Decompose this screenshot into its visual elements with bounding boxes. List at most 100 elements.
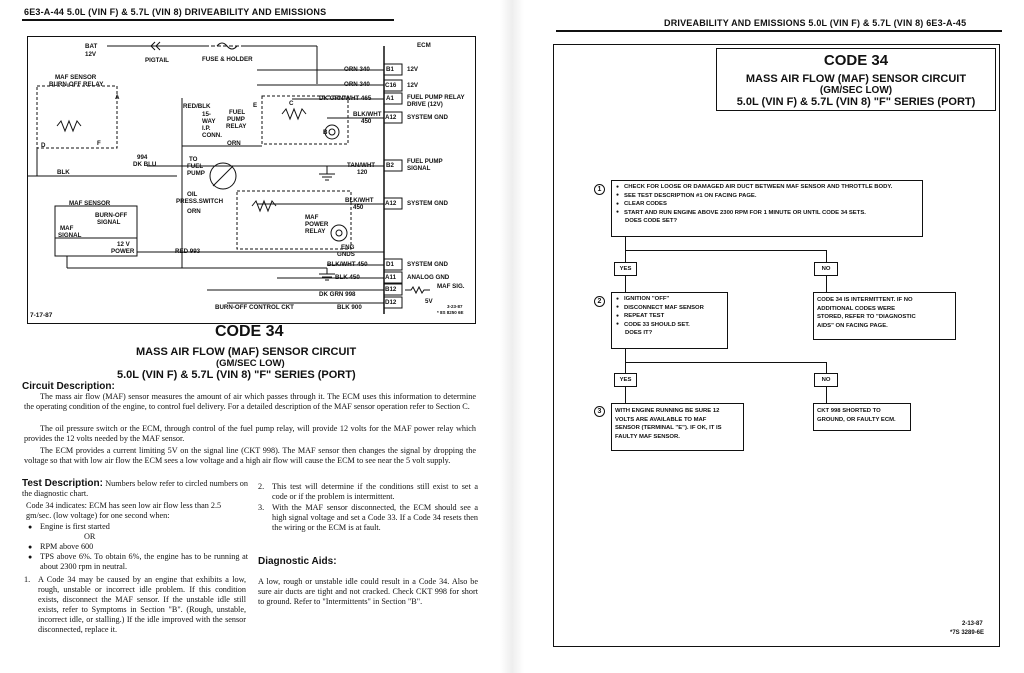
diagnostic-aids-text: A low, rough or unstable idle could resu… (258, 577, 478, 606)
step-1-yes-box: YES (614, 262, 637, 276)
step-2-line-1: IGNITION "OFF" (616, 295, 727, 304)
terminal-d: D (41, 142, 46, 149)
left-subtitle-2: (GM/SEC LOW) (216, 358, 285, 369)
pin-a11: A11 (385, 274, 397, 281)
wire-label-dkgrn998: DK GRN 998 (319, 291, 356, 298)
pin-d1: D1 (386, 261, 394, 268)
step-2-yes-connector (625, 349, 626, 373)
test-description-code: Code 34 indicates: ECM has seen low air … (26, 501, 222, 520)
right-subtitle-2: (GM/SEC LOW) (819, 85, 893, 96)
pin-d12: D12 (385, 299, 397, 306)
pin-a12-label: SYSTEM GND (407, 114, 448, 121)
test-description-heading: Test Description: (22, 478, 103, 489)
pin-d1-label: SYSTEM GND (407, 261, 448, 268)
diagram-label-burnoff-1: BURN-OFF (95, 212, 128, 219)
wire-label-blk900: BLK 900 (337, 304, 362, 311)
diagram-label-12v-power-2: POWER (111, 248, 135, 255)
step-1-yes-down (625, 276, 626, 292)
step-2-line-3: REPEAT TEST (616, 312, 727, 321)
terminal-a: A (115, 94, 120, 101)
pin-b1: B1 (386, 66, 394, 73)
pin-b2: B2 (386, 162, 394, 169)
circuit-description-heading: Circuit Description: (22, 381, 115, 392)
step-1-no-box: NO (814, 262, 838, 276)
diagram-ref-1: 3-23-87 (447, 304, 463, 309)
diagram-label-red-blk: RED/BLK (183, 103, 211, 110)
step-1-yes-connector (625, 237, 626, 262)
step-2-no-connector (826, 362, 827, 373)
pin-a11-label: ANALOG GND (407, 274, 450, 281)
diagram-label-bat: BAT (85, 43, 98, 50)
step-3-no-result-box: CKT 998 SHORTED TO GROUND, OR FAULTY ECM… (813, 403, 911, 431)
test-item-1-number: 1. (24, 575, 31, 584)
diagram-label-fuel-relay-2: PUMP (227, 116, 245, 123)
circuit-description-p3: The ECM provides a current limiting 5V o… (24, 446, 476, 465)
step-1-line-3: CLEAR CODES (616, 200, 922, 209)
step-2-no-box: NO (814, 373, 838, 387)
step-1-no-down (826, 276, 827, 292)
pin-b1-label: 12V (407, 66, 419, 73)
diagram-label-red-993: RED 993 (175, 248, 201, 255)
diagram-date: 7-17-87 (30, 312, 53, 319)
test-item-1: A Code 34 may be caused by an engine tha… (38, 575, 246, 634)
diagram-label-maf-sensor: MAF SENSOR (69, 200, 111, 207)
left-subtitle-3: 5.0L (VIN F) & 5.7L (VIN 8) "F" SERIES (… (117, 369, 356, 381)
right-footer-ref: *7S 3289-6E (950, 630, 985, 636)
diagram-label-burnoff-2: SIGNAL (97, 219, 121, 226)
step-2-circle: 2 (594, 296, 605, 307)
page-gutter (500, 0, 524, 673)
circuit-description-p1: The mass air flow (MAF) sensor measures … (24, 392, 476, 411)
diagnostic-aids-heading: Diagnostic Aids: (258, 556, 337, 567)
step-2-box: IGNITION "OFF" DISCONNECT MAF SENSOR REP… (611, 292, 728, 349)
step-2-question: DOES IT? (625, 330, 653, 337)
wiring-diagram: BAT 12V PIGTAIL FUSE & HOLDER ECM MAF SE… (27, 36, 476, 324)
step-1-line-2: SEE TEST DESCRIPTION #1 ON FACING PAGE. (616, 192, 922, 201)
right-title-box: CODE 34 MASS AIR FLOW (MAF) SENSOR CIRCU… (716, 48, 996, 111)
diagram-label-conn: CONN. (202, 132, 222, 139)
terminal-c: C (289, 100, 294, 107)
diagram-label-fuel-relay-1: FUEL (229, 109, 246, 116)
diagram-label-12v-power-1: 12 V (117, 241, 130, 248)
wire-label-dkgrn465: DK GRN/WHT 465 (319, 95, 372, 102)
diagram-label-maf-relay-1: MAF SENSOR (55, 74, 97, 81)
step-1-box: CHECK FOR LOOSE OR DAMAGED AIR DUCT BETW… (611, 180, 923, 237)
diagram-label-pigtail: PIGTAIL (145, 57, 169, 64)
terminal-f: F (97, 140, 101, 147)
terminal-e: E (253, 102, 258, 109)
wire-label-orn340a: ORN 340 (344, 66, 370, 73)
pin-b2-label: FUEL PUMP SIGNAL (407, 158, 443, 172)
test-bullet-2: ●RPM above 600 (28, 542, 94, 551)
diagram-label-12v: 12V (85, 51, 97, 58)
step-1-branch-line (625, 250, 826, 251)
pin-a12: A12 (385, 114, 397, 121)
step-3-circle: 3 (594, 406, 605, 417)
right-title: CODE 34 (823, 52, 889, 69)
step-2-yes-box: YES (614, 373, 637, 387)
diagram-label-orn2: ORN (187, 208, 201, 215)
wire-label-blkwht450b-2: 450 (353, 204, 364, 211)
right-subtitle-1: MASS AIR FLOW (MAF) SENSOR CIRCUIT (745, 73, 967, 85)
diagram-label-fuel-relay-3: RELAY (226, 123, 247, 130)
step-2-yes-down (625, 387, 626, 403)
wire-label-blkwht450a-2: 450 (361, 118, 372, 125)
step-1-line-4: START AND RUN ENGINE ABOVE 2300 RPM FOR … (616, 209, 922, 218)
diagram-label-994: 994 (137, 154, 148, 161)
pin-c16-label: 12V (407, 82, 419, 89)
left-page-header: 6E3-A-44 5.0L (VIN F) & 5.7L (VIN 8) DRI… (24, 7, 327, 17)
test-bullets: ●Engine is first started OR ●RPM above 6… (26, 522, 248, 572)
step-1-no-connector (826, 250, 827, 262)
diagram-label-way: WAY (202, 118, 216, 125)
diagram-label-fuse: FUSE & HOLDER (202, 56, 253, 63)
diagram-label-to-fuel-2: FUEL (187, 163, 204, 170)
wire-label-blkwht450c: BLK/WHT 450 (327, 261, 368, 268)
test-or: OR (84, 532, 96, 541)
step-2-branch-line (625, 362, 826, 363)
diagram-label-to-fuel-3: PUMP (187, 170, 205, 177)
step-1-question: DOES CODE SET? (625, 218, 678, 225)
pin-a1-label: FUEL PUMP RELAY DRIVE (12V) (407, 94, 465, 108)
wire-label-tanwht120-1: TAN/WHT (347, 162, 376, 169)
pin-a1: A1 (386, 95, 394, 102)
diagram-label-maf-relay-2: BURN-OFF RELAY (49, 81, 104, 88)
pin-c16: C16 (385, 82, 397, 89)
diagram-ref-2: * 8S 8250 6E (437, 310, 464, 315)
